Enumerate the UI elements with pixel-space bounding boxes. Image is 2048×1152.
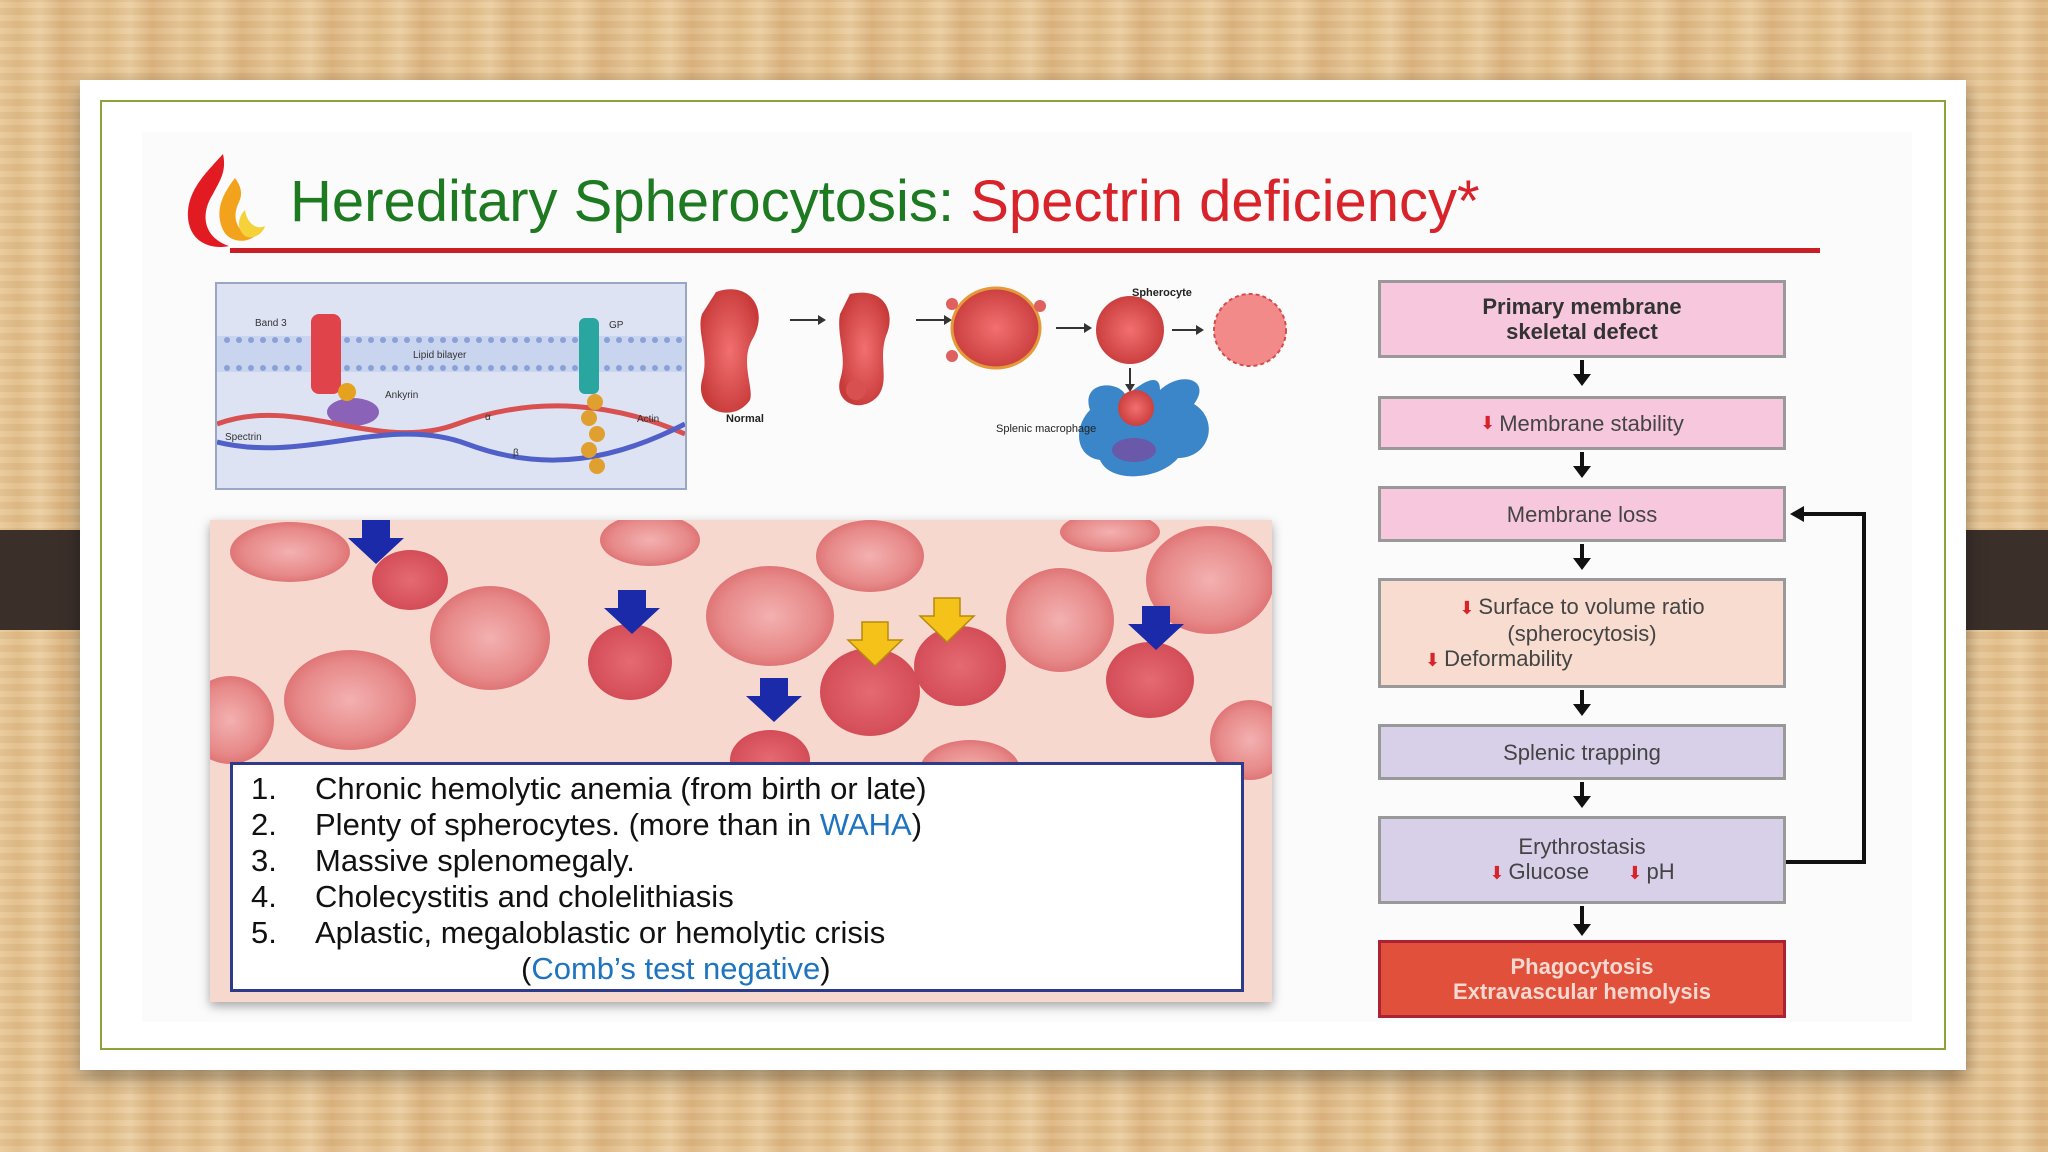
paren-open: ( [521, 951, 532, 986]
label-actin: Actin [637, 414, 659, 425]
box4-line3: Deformability [1444, 645, 1573, 671]
item-number: 2. [251, 807, 277, 842]
pathogenesis-flowchart: Primary membrane skeletal defect ⬇ Membr… [1378, 280, 1878, 1020]
decrease-arrow-icon: ⬇ [1627, 863, 1643, 883]
label-lipid-bilayer: Lipid bilayer [413, 350, 467, 361]
flow-arrow [1573, 544, 1591, 570]
box2-label: Membrane stability [1499, 410, 1684, 436]
label-band3: Band 3 [255, 318, 287, 329]
label-macrophage: Splenic macrophage [996, 423, 1096, 435]
item-number: 3. [251, 843, 277, 878]
title-sub: Spectrin deficiency* [970, 169, 1480, 234]
item-text-prefix: Plenty of spherocytes. (more than in [315, 807, 820, 842]
box4-line2: (spherocytosis) [1507, 620, 1657, 646]
flow-box-surface-volume: ⬇Surface to volume ratio (spherocytosis)… [1378, 578, 1786, 688]
flow-box-phagocytosis: Phagocytosis Extravascular hemolysis [1378, 940, 1786, 1018]
item-text: Cholecystitis and cholelithiasis [315, 879, 734, 914]
decrease-arrow-icon: ⬇ [1459, 597, 1475, 618]
list-item: 4. Cholecystitis and cholelithiasis [251, 879, 1241, 915]
list-item: 3. Massive splenomegaly. [251, 843, 1241, 879]
decrease-arrow-icon: ⬇ [1489, 863, 1505, 883]
title-underline [230, 248, 1820, 253]
list-item: 5. Aplastic, megaloblastic or hemolytic … [251, 915, 1241, 951]
item-number: 1. [251, 771, 277, 806]
spherocyte-cell [1096, 296, 1164, 364]
waha-link[interactable]: WAHA [819, 807, 912, 842]
decrease-arrow-icon: ⬇ [1425, 649, 1441, 670]
box1-line1: Primary membrane [1482, 294, 1682, 319]
flow-box-membrane-stability: ⬇ Membrane stability [1378, 396, 1786, 450]
item-text: Chronic hemolytic anemia (from birth or … [315, 771, 927, 806]
blood-smear-image: 1. Chronic hemolytic anemia (from birth … [210, 520, 1272, 1002]
flow-box-splenic-trapping: Splenic trapping [1378, 724, 1786, 780]
box5-label: Splenic trapping [1503, 739, 1661, 765]
box6-line1: Erythrostasis [1518, 834, 1646, 859]
slide-frame [100, 100, 1946, 1050]
feedback-loop-arrow [1786, 506, 1866, 864]
list-item: 1. Chronic hemolytic anemia (from birth … [251, 771, 1241, 807]
page-title: Hereditary Spherocytosis: Spectrin defic… [290, 168, 1480, 235]
flow-arrow [1573, 782, 1591, 808]
flame-logo-icon [187, 154, 265, 248]
flow-arrow [1573, 360, 1591, 386]
list-item: 2. Plenty of spherocytes. (more than in … [251, 807, 1241, 843]
box7-line1: Phagocytosis [1510, 954, 1654, 979]
spherocyte-progression-diagram: Normal Spherocyte Splenic macrophage [700, 286, 1287, 477]
lysed-cell [1213, 293, 1287, 367]
flow-box-membrane-loss: Membrane loss [1378, 486, 1786, 542]
clinical-features-box: 1. Chronic hemolytic anemia (from birth … [230, 762, 1244, 992]
normal-cell [700, 289, 759, 413]
item-text: Massive splenomegaly. [315, 843, 635, 878]
label-beta: β [513, 448, 519, 459]
label-gp: GP [609, 320, 624, 331]
label-spherocyte: Spherocyte [1132, 287, 1192, 299]
vesiculating-cell [950, 286, 1042, 370]
label-spectrin: Spectrin [225, 432, 262, 443]
box1-line2: skeletal defect [1506, 319, 1658, 344]
box6-ph: pH [1646, 859, 1675, 884]
item-number: 4. [251, 879, 277, 914]
box3-label: Membrane loss [1506, 501, 1658, 527]
title-main: Hereditary Spherocytosis: [290, 169, 955, 234]
coombs-note: (Comb’s test negative) [251, 951, 1241, 987]
box7-line2: Extravascular hemolysis [1452, 979, 1712, 1004]
coombs-link[interactable]: Comb’s test negative [531, 951, 821, 986]
flow-arrow [1573, 690, 1591, 716]
decrease-arrow-icon: ⬇ [1480, 412, 1496, 433]
membrane-diagram: Band 3 GP Lipid bilayer Ankyrin Spectrin… [215, 282, 687, 490]
flow-box-primary-defect: Primary membrane skeletal defect [1378, 280, 1786, 358]
item-number: 5. [251, 915, 277, 950]
box6-glucose: Glucose [1508, 859, 1590, 884]
label-alpha: α [485, 412, 491, 423]
label-ankyrin: Ankyrin [385, 390, 418, 401]
flow-arrow [1573, 906, 1591, 936]
budding-cell [839, 292, 890, 406]
flow-box-erythrostasis: Erythrostasis ⬇Glucose ⬇pH [1378, 816, 1786, 904]
splenic-macrophage [1079, 379, 1209, 477]
label-normal: Normal [726, 413, 764, 425]
box4-line1: Surface to volume ratio [1478, 593, 1705, 619]
paren-close: ) [820, 951, 831, 986]
item-text: Aplastic, megaloblastic or hemolytic cri… [315, 915, 886, 950]
flow-arrow [1573, 452, 1591, 478]
item-text-suffix: ) [911, 807, 923, 842]
